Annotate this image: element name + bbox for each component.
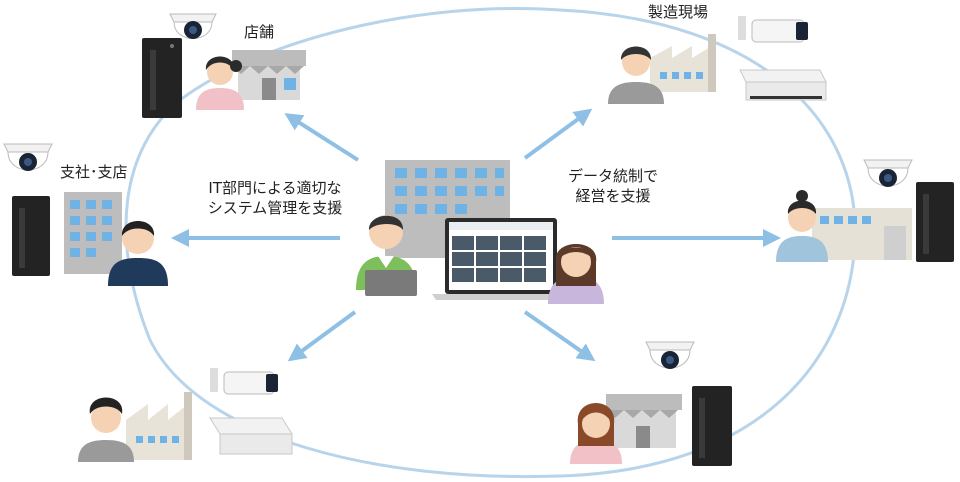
factory-top-right (608, 16, 827, 104)
branch-office-left (3, 143, 168, 286)
shop-staff-person (570, 403, 622, 464)
nvr-recorder-icon (739, 69, 827, 101)
office-building-icon (64, 192, 122, 274)
site-right (776, 159, 954, 262)
office-worker-person (108, 221, 168, 286)
arrow-to-store-bottom (523, 310, 596, 362)
arrow-to-factory-top (523, 108, 593, 160)
site-building-icon (812, 208, 912, 260)
site-ring (124, 6, 857, 479)
factory-worker-person (608, 46, 664, 104)
bullet-camera-icon (210, 368, 278, 395)
dome-camera-icon (3, 143, 53, 171)
factory-worker-person (78, 397, 134, 462)
factory-building-icon (126, 392, 192, 460)
factory-top-label: 製造現場 (648, 3, 709, 21)
tower-pc-icon (692, 386, 732, 466)
branch-label: 支社･支店 (60, 163, 128, 181)
shop-building-icon (606, 394, 682, 448)
it-support-line1: IT部門による適切な (208, 179, 342, 197)
data-governance-line1: データ統制で (567, 167, 658, 185)
bullet-camera-icon (738, 16, 808, 43)
tower-pc-icon (12, 196, 50, 276)
store-top-left (142, 13, 306, 118)
it-staff-person (356, 215, 417, 296)
tower-pc-icon (916, 182, 954, 262)
dome-camera-icon (645, 341, 695, 369)
laptop (432, 218, 570, 300)
tower-pc-icon (142, 38, 182, 118)
site-staff-person (776, 190, 828, 262)
nvr-recorder-icon (209, 417, 293, 455)
data-governance-line2: 経営を支援 (575, 187, 651, 205)
store-top-label: 店舗 (244, 23, 275, 41)
it-support-caption: IT部門による適切な システム管理を支援 (190, 178, 360, 218)
arrows (171, 108, 781, 362)
dome-camera-icon (169, 13, 217, 39)
it-support-line2: システム管理を支援 (207, 199, 343, 217)
factory-building-icon (650, 34, 716, 92)
shop-building-icon (232, 50, 306, 100)
factory-bottom-left (78, 368, 293, 462)
shop-staff-person (196, 56, 244, 110)
arrow-to-factory-bottom (287, 310, 357, 362)
dome-camera-icon (863, 159, 913, 187)
manager-person (548, 244, 604, 304)
arrow-to-store (284, 113, 360, 162)
data-governance-caption: データ統制で 経営を支援 (548, 166, 678, 206)
store-bottom-right (570, 341, 732, 466)
